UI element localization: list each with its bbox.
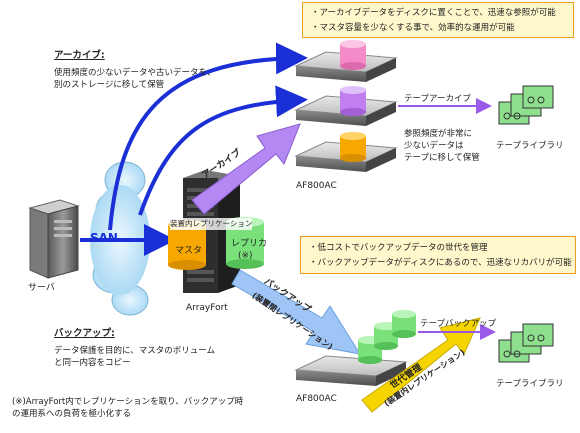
- reference-note-line-1: 参照頻度が非常に: [404, 129, 473, 139]
- tape-backup-label: テープバックアップ: [420, 319, 496, 329]
- server-icon: [28, 199, 80, 279]
- af800ac-bottom-label: AF800AC: [296, 394, 337, 404]
- san-label: SAN: [90, 231, 118, 245]
- tape-library-top-label: テープライブラリ: [496, 141, 564, 151]
- replica-note-label: (※): [238, 251, 253, 261]
- reference-note-line-2: 少ないデータは: [404, 141, 464, 151]
- archive-arrow: [191, 123, 301, 215]
- backup-arrow: [231, 269, 362, 355]
- footnote-line-2: の運用系への負荷を極小化する: [12, 409, 132, 419]
- callout-backup-line-1: ・低コストでバックアップデータの世代を管理: [309, 243, 488, 253]
- af800ac-top-label: AF800AC: [296, 181, 337, 191]
- callout-archive-line-2: ・マスタ容量を少なくする事で、効率的な運用が可能: [311, 23, 515, 33]
- backup-desc-line-2: と同一内容をコピー: [54, 358, 131, 368]
- inner-replication-label: 装置内レプリケーション: [170, 218, 253, 230]
- cylinder-purple-icon: [340, 86, 366, 116]
- tape-archive-label: テープアーカイブ: [404, 94, 471, 104]
- reference-note-line-3: テープに移して保管: [404, 153, 480, 163]
- cylinder-orange-icon: [340, 132, 366, 162]
- cylinder-green-stack-icon: [358, 310, 416, 364]
- cylinder-pink-icon: [340, 40, 366, 70]
- tape-library-bottom-label: テープライブラリ: [496, 379, 564, 389]
- server-label: サーバ: [28, 283, 55, 293]
- callout-backup-benefits: ・低コストでバックアップデータの世代を管理 ・バックアップデータがディスクにある…: [300, 236, 576, 274]
- callout-archive-benefits: ・アーカイブデータをディスクに置くことで、迅速な参照が可能 ・マスタ容量を少なく…: [302, 2, 574, 38]
- san-links: [80, 42, 308, 256]
- replica-label: レプリカ: [231, 239, 268, 249]
- callout-archive-line-1: ・アーカイブデータをディスクに置くことで、迅速な参照が可能: [311, 8, 556, 18]
- san-cloud: [90, 161, 150, 316]
- tape-library-bottom-icon: [498, 323, 554, 363]
- footnote-line-1: (※)ArrayFort内でレプリケーションを取り、バックアップ時: [12, 397, 244, 407]
- arrayfort-label: ArrayFort: [186, 303, 228, 313]
- tape-library-top-icon: [498, 85, 554, 125]
- master-label: マスタ: [175, 246, 203, 256]
- callout-backup-line-2: ・バックアップデータがディスクにあるので、迅速なリカバリが可能: [309, 258, 572, 268]
- backup-heading: バックアップ:: [54, 328, 115, 339]
- archive-desc-line-1: 使用頻度の少ないデータや古いデータを、: [54, 68, 216, 78]
- backup-desc-line-1: データ保護を目的に、マスタのボリューム: [54, 346, 215, 356]
- archive-heading: アーカイブ:: [54, 50, 105, 61]
- archive-desc-line-2: 別のストレージに移して保管: [54, 80, 165, 90]
- generation-arrow: [361, 317, 481, 413]
